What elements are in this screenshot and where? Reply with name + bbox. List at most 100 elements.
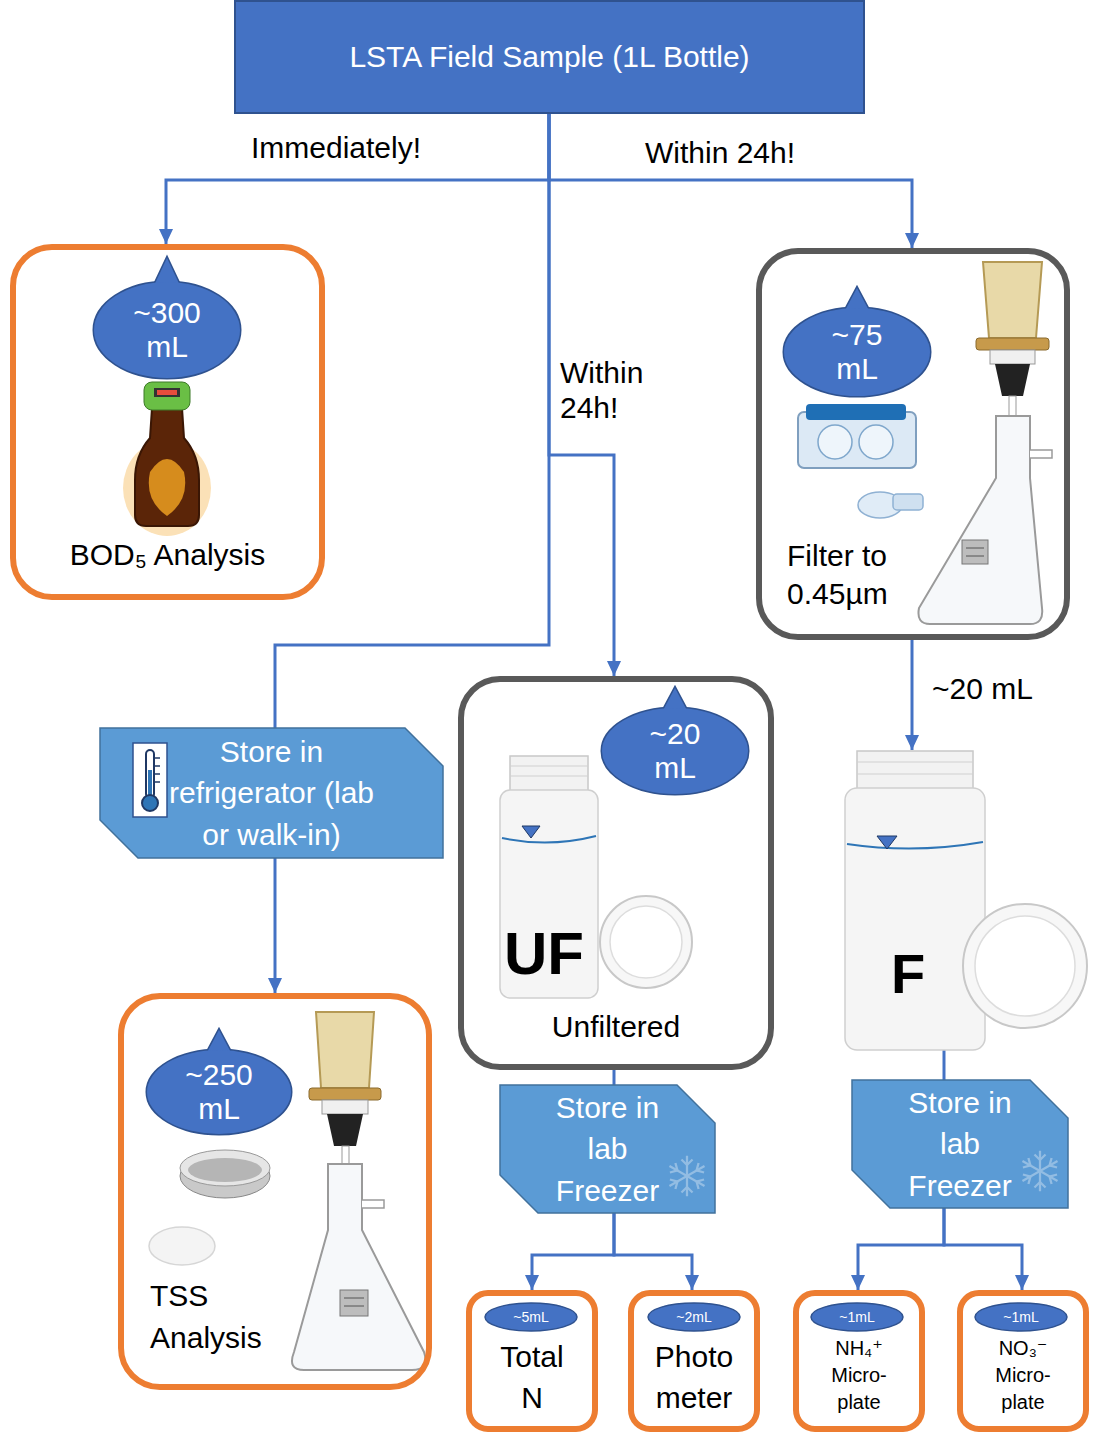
snowflake-icon (669, 1156, 704, 1196)
bottle-label: F (891, 946, 925, 1002)
tss-filter-flask (344, 1306, 364, 1307)
unfiltered-bottle (510, 766, 588, 767)
volume-bubble-outline (784, 308, 930, 396)
node-text: Photo meter (655, 1337, 733, 1418)
volume-ellipse: ~1mL (974, 1302, 1068, 1332)
unfiltered-bottle (522, 826, 540, 838)
volume-bubble: ~75 mL (782, 286, 932, 398)
volume-bubble: ~250 mL (145, 1028, 293, 1136)
freezer-tag: Store in lab Freezer (500, 1085, 715, 1213)
flow-connector (858, 1208, 944, 1290)
flow-connector (274, 858, 277, 993)
volume-ellipse-outline (648, 1303, 740, 1331)
node-text: Total N (500, 1337, 563, 1418)
bod-bottle (154, 388, 180, 397)
node-text: NH₄⁺ Micro- plate (831, 1335, 887, 1416)
vacuum-filter-flask (962, 540, 988, 564)
analysis-box: NO₃⁻ Micro- plate~1mL (957, 1290, 1089, 1432)
volume-bubble-outline (147, 1050, 291, 1134)
vacuum-filter-flask (983, 262, 1042, 338)
edge-label: Within 24h! (558, 356, 645, 425)
unfiltered-bottle (502, 836, 596, 843)
vacuum-filter-flask (1009, 396, 1016, 416)
bod-bottle (135, 408, 199, 526)
freezer-tag-outline (852, 1080, 1068, 1208)
filter-kit (818, 425, 852, 459)
flow-connector (532, 1213, 614, 1290)
flow-connector (943, 1050, 946, 1080)
tss-analysis-box: TSS Analysis ~250 mL (118, 993, 432, 1390)
volume-ellipse-outline (485, 1303, 577, 1331)
node-text: ~5mL (513, 1310, 548, 1324)
weighing-dish (188, 1158, 262, 1182)
filter-kit (798, 404, 923, 518)
analysis-box: Total N ~5mL (466, 1290, 598, 1432)
vacuum-filter-flask (918, 416, 1042, 624)
volume-bubble-outline (602, 708, 748, 794)
node-text: ~2mL (676, 1310, 711, 1324)
unfiltered-bottle (510, 776, 588, 777)
flow-connector (613, 1070, 616, 1085)
flow-connector (275, 114, 549, 728)
node-text: BOD₅ Analysis (70, 538, 265, 573)
node-text: Store in refrigerator (lab or walk-in) (157, 731, 387, 855)
tss-filter-flask (316, 1012, 374, 1088)
node-text: Store in lab Freezer (543, 1087, 673, 1211)
refrigerator-tag-outline (100, 728, 443, 858)
freezer-tag: Store in lab Freezer (852, 1080, 1068, 1208)
flow-connector (614, 1213, 692, 1290)
node-text: Filter to 0.45µm (787, 537, 937, 612)
node-text: Unfiltered (552, 1010, 680, 1045)
filter-box: Filter to 0.45µm ~75 mL (756, 248, 1070, 640)
tss-filter-flask (362, 1200, 384, 1208)
unfiltered-bottle (510, 756, 588, 792)
filter-kit (859, 425, 893, 459)
tss-filter-flask (292, 1164, 426, 1370)
node-text: ~1mL (839, 1310, 874, 1324)
bod-bottle (144, 382, 190, 410)
filtered-bottle-outline (857, 774, 973, 775)
tss-filter-flask (340, 1290, 368, 1316)
volume-bubble-outline (94, 282, 240, 378)
vacuum-filter-flask (966, 556, 984, 557)
node-text: ~20 mL (650, 717, 701, 784)
edge-label: Within 24h! (643, 136, 797, 171)
flow-connector (911, 640, 914, 750)
snowflake-icon (1022, 1151, 1057, 1191)
edge-label: ~20 mL (930, 672, 1035, 707)
volume-bubble-outline (94, 282, 240, 378)
node-text: ~250 mL (185, 1058, 253, 1125)
filtered-bottle-outline (975, 916, 1075, 1016)
node-text: LSTA Field Sample (1L Bottle) (349, 40, 749, 75)
unfiltered-box: UF Unfiltered ~20 mL (458, 676, 774, 1070)
tss-filter-flask (309, 1088, 381, 1100)
edge-label: Immediately! (249, 131, 423, 166)
bottle-label: UF (504, 924, 584, 984)
filter-paper (149, 1227, 215, 1265)
node-text: TSS Analysis (150, 1275, 262, 1359)
node-text: ~75 mL (832, 318, 883, 385)
filtered-bottle: F (845, 750, 985, 1050)
bod-bottle (149, 459, 185, 516)
volume-bubble-outline (602, 708, 748, 794)
vacuum-filter-flask (966, 548, 984, 549)
unfiltered-bottle (610, 906, 682, 978)
bod-bottle (123, 382, 211, 536)
filter-kit (893, 494, 923, 510)
sample-bottle-box: LSTA Field Sample (1L Bottle) (234, 0, 865, 114)
weighing-dish (180, 1150, 270, 1198)
volume-ellipse-outline (975, 1303, 1067, 1331)
unfiltered-bottle (600, 896, 692, 988)
volume-bubble: ~300 mL (92, 256, 242, 380)
filtered-bottle-outline (877, 836, 897, 849)
flow-connector (549, 114, 912, 248)
volume-bubble: ~20 mL (600, 686, 750, 796)
bod-analysis-box: BOD₅ Analysis ~300 mL (10, 244, 325, 600)
volume-ellipse: ~5mL (484, 1302, 578, 1332)
vacuum-filter-flask (1030, 450, 1052, 458)
filter-kit (806, 404, 906, 420)
vacuum-filter-flask (976, 338, 1049, 350)
filtered-bottle-outline (847, 842, 983, 849)
